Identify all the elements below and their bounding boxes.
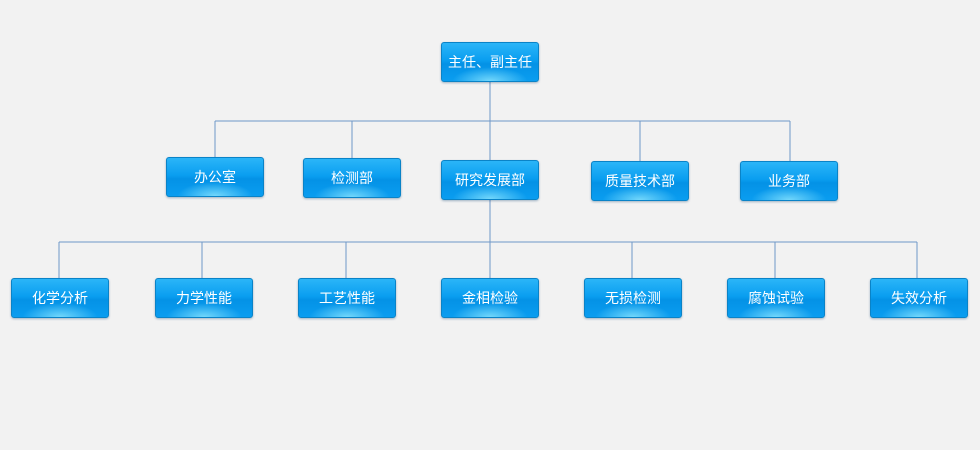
- node-rnd-dept[interactable]: 研究发展部: [441, 160, 539, 200]
- node-office-label: 办公室: [194, 170, 236, 186]
- node-inspection-dept[interactable]: 检测部: [303, 158, 401, 198]
- node-metallographic-inspection[interactable]: 金相检验: [441, 278, 539, 318]
- node-business-dept-label: 业务部: [768, 174, 810, 190]
- node-quality-dept-label: 质量技术部: [605, 174, 675, 190]
- node-corrosion-test[interactable]: 腐蚀试验: [727, 278, 825, 318]
- node-chemical-analysis[interactable]: 化学分析: [11, 278, 109, 318]
- node-inspection-dept-label: 检测部: [331, 171, 373, 187]
- node-failure-analysis-label: 失效分析: [891, 291, 947, 307]
- node-business-dept[interactable]: 业务部: [740, 161, 838, 201]
- node-mechanical-properties-label: 力学性能: [176, 291, 232, 307]
- node-director-label: 主任、副主任: [448, 55, 532, 71]
- node-process-properties[interactable]: 工艺性能: [298, 278, 396, 318]
- node-nondestructive-testing[interactable]: 无损检测: [584, 278, 682, 318]
- node-nondestructive-testing-label: 无损检测: [605, 291, 661, 307]
- node-rnd-dept-label: 研究发展部: [455, 173, 525, 189]
- node-process-properties-label: 工艺性能: [319, 291, 375, 307]
- node-mechanical-properties[interactable]: 力学性能: [155, 278, 253, 318]
- node-chemical-analysis-label: 化学分析: [32, 291, 88, 307]
- node-failure-analysis[interactable]: 失效分析: [870, 278, 968, 318]
- node-corrosion-test-label: 腐蚀试验: [748, 291, 804, 307]
- node-metallographic-inspection-label: 金相检验: [462, 291, 518, 307]
- node-office[interactable]: 办公室: [166, 157, 264, 197]
- node-director[interactable]: 主任、副主任: [441, 42, 539, 82]
- node-quality-dept[interactable]: 质量技术部: [591, 161, 689, 201]
